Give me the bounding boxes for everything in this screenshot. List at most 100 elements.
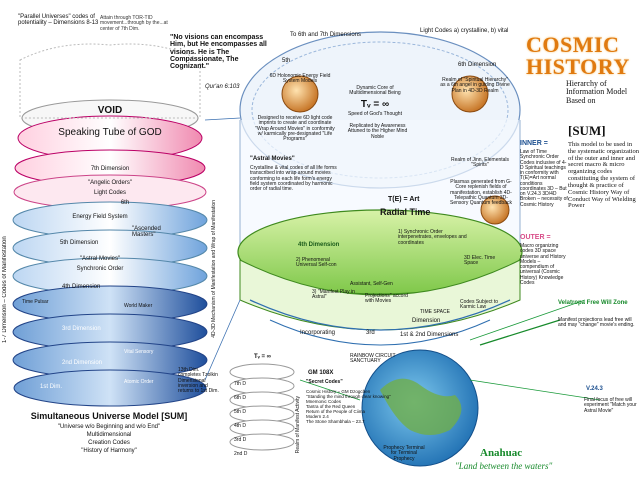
parallel-note: Attain through TOR-TID movement...throug…: [100, 15, 168, 32]
small-stack-label: 4th D: [234, 423, 246, 429]
caption-line: "Universe w/o Beginning and w/o End": [57, 424, 161, 430]
jinn-sphere-icon: [480, 195, 510, 225]
tv-formula: Tᵥ = ∞: [360, 99, 390, 110]
gm108-item: Mnemonic Codes: [306, 398, 342, 404]
realm-jinn-label: Realm of Jinn, Elementals "Spirits": [450, 157, 510, 169]
dimension-label: Dimension: [412, 318, 441, 324]
quran-source: Qur'an 6:103: [205, 84, 240, 90]
subtitle: Hierarchy of Information Model Based on: [566, 79, 628, 105]
fourth-dim-stack-label: 4th Dimension: [62, 284, 101, 290]
phenomenal-label: 2) Phenomenal Universal Self-con: [296, 257, 337, 269]
holonomic-label: 6D Holonomic Energy Field System Models: [269, 73, 331, 85]
gm108-item: Return of the People of Ciima: [306, 408, 366, 414]
small-dimension-stack: [229, 363, 295, 451]
left-axis-label: 1-7 Dimension – Codes of Manifestation: [2, 236, 8, 344]
gm108-item: Tantra of the Red Queen: [306, 403, 356, 409]
caption-line: Creation Codes: [88, 440, 130, 446]
astral-movies-heading: "Astral Movies": [250, 156, 295, 162]
sixth-label: 6th: [120, 200, 130, 206]
third-dim-stack-label: 3rd Dimension: [62, 326, 101, 332]
sum-label: [SUM]: [568, 123, 606, 138]
third-dim-label: 3rd: [366, 330, 375, 336]
sixth-top: 6th Dimension: [458, 62, 497, 68]
astral-movies-text: Crystalline & vital codes of all life fo…: [250, 165, 337, 192]
void-label: VOID: [97, 105, 123, 116]
energy-field-label: Energy Field System: [72, 214, 128, 220]
astral-movies-stack-label: "Astral Movies": [79, 256, 121, 262]
te-art-label: T(E) = Art: [388, 196, 420, 203]
time-pulsar-label: Time Pulsar: [22, 299, 49, 305]
prophecy-label: Prophecy Terminal for Terminal Prophecy: [383, 445, 425, 462]
spiritual-hierarchy-label: Realm of "Spiritual Hierarchy" as a 6th …: [440, 77, 510, 94]
synchronic-order-stack-label: Synchronic Order: [76, 266, 124, 272]
title-line-2: HISTORY: [526, 54, 630, 79]
speaking-tube-label: Speaking Tube of GOD: [58, 127, 162, 138]
plasmas-label: Plasmas generated from G-Core replenish …: [450, 179, 512, 206]
inner-heading: INNER =: [520, 140, 548, 147]
projections-label: Projections" accord with Movies: [365, 293, 408, 305]
replicated-label: Replicated by Awareness Attuned to the H…: [347, 123, 408, 140]
small-stack-label: 2nd D: [234, 451, 248, 457]
gm108-title: GM 108X: [308, 370, 334, 376]
velatropa-text: Manifest projections lead free will and …: [558, 317, 635, 329]
dynamic-core-label: Dynamic Core of Multidimensional Being: [349, 85, 401, 97]
small-stack-label: 3rd D: [234, 437, 247, 443]
caption-title: Simultaneous Universe Model [SUM]: [30, 411, 188, 421]
inner-text: Law of Time Synchronic Order Codes inclu…: [520, 149, 568, 208]
gm108-item: Modern 2.4: [306, 413, 329, 419]
world-maker-label: World Maker: [124, 303, 153, 309]
seventh-dim-label: 7th Dimension: [90, 166, 130, 172]
light-codes-top: Light Codes a) crystalline, b) vital: [420, 28, 509, 34]
fifth-dim-label: 5th Dimension: [60, 240, 99, 246]
realm-manifest-label: Realm of Manifest Activity: [295, 396, 301, 454]
designed-label: Designed to receive 6D light code imprin…: [255, 115, 335, 142]
first-dim-stack-label: 1st Dim.: [40, 384, 63, 390]
thirteenth-dim-label: 13th Dim. completes Tzolkin Dimensional …: [178, 367, 219, 394]
small-stack-formula: Tᵥ = ∞: [254, 354, 271, 360]
holonomic-sphere-icon: [281, 75, 319, 113]
small-stack-label: 5th D: [234, 409, 246, 415]
incorporating-label: Incorporating: [300, 330, 336, 336]
v243-text: Final focus of free will experiment "Mat…: [584, 397, 637, 414]
gm108-item: "Standing the mind through clear knowing…: [306, 393, 391, 399]
velatropa-title: Velatropa Free Will Zone: [558, 300, 628, 306]
speed-of-god-label: Speed of God's Thought: [348, 111, 402, 117]
ascended-masters-label: "Ascended Masters": [132, 226, 161, 239]
anahuac-title: Anahuac: [480, 447, 523, 459]
second-dim-stack-label: 2nd Dimension: [62, 360, 103, 366]
radial-time-cylinder: [237, 31, 523, 346]
radial-time-label: Radial Time: [380, 207, 431, 217]
gm108-item: The Stone Shambhala – 23.7: [306, 418, 365, 424]
gm108-subtitle: "Secret Codes": [306, 379, 343, 385]
vital-sensory-label: Vital Sensory: [124, 349, 154, 355]
realm-sphere-icon: [451, 75, 489, 113]
dimension-stack: [12, 43, 208, 407]
outer-heading: OUTER =: [520, 234, 551, 241]
small-stack-label: 6th D: [234, 395, 246, 401]
mechanism-label: 4D-3D Mechanism of Manifestation and Wra…: [211, 200, 217, 338]
quran-quote: "No visions can encompass Him, but He en…: [170, 34, 267, 71]
gm108-list: Cosmic History = GM Dzogchen "Standing t…: [306, 389, 396, 425]
anahuac-subtitle: "Land between the waters": [455, 461, 553, 471]
to-6th-7th-label: To 6th and 7th Dimensions: [290, 32, 362, 38]
right-description: This model to be used in the systematic …: [568, 141, 639, 210]
angelic-orders-label: "Angelic Orders": [88, 180, 132, 186]
parallel-universes-label: "Parallel Universes" codes of potentiali…: [18, 14, 99, 27]
fifth-top: 5th: [282, 58, 291, 64]
light-codes-label: Light Codes: [93, 190, 127, 196]
caption-line: Multidimensional: [86, 432, 132, 438]
connector-lines: [299, 299, 601, 401]
assistant-label: Assistant, Self-Gen: [350, 281, 393, 287]
outer-text: Macro organizing codes 3D space universe…: [520, 243, 566, 286]
fourth-dimension-label: 4th Dimension: [298, 242, 340, 248]
synchronic-order-label: 1) Synchronic Order interpenetrates, env…: [398, 229, 467, 246]
v243-title: V.24.3: [586, 386, 603, 392]
rainbow-circuit-label: RAINBOW CIRCUIT SANCTUARY: [350, 353, 396, 365]
first-second-dim-label: 1st & 2nd Dimensions: [400, 332, 459, 338]
small-stack-label: 7th D: [234, 381, 246, 387]
caption-line: "History of Harmony": [81, 448, 137, 454]
title-line-1: COSMIC: [526, 32, 620, 57]
gm108-item: Cosmic History = GM Dzogchen: [306, 389, 371, 394]
atomic-order-label: Atomic Order: [124, 379, 154, 385]
